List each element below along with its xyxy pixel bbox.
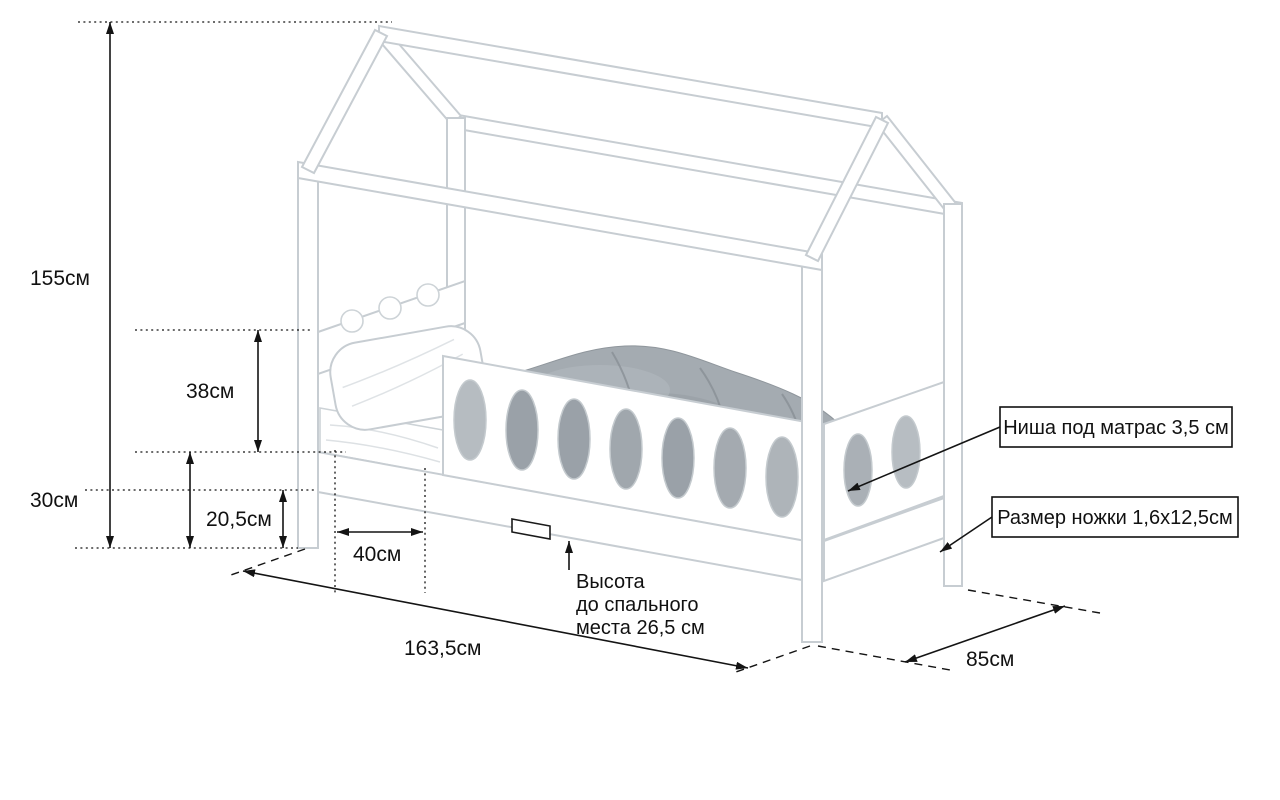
callout-leg-size-box bbox=[991, 496, 1239, 538]
dim-rail-height-label: 38см bbox=[186, 380, 234, 403]
note-sleep-height: Высота до спального места 26,5 см bbox=[565, 541, 705, 639]
dim-length: 163,5см bbox=[227, 548, 811, 674]
safety-rail-slot bbox=[765, 436, 799, 518]
callout-leg-size-label: Размер ножки 1,6x12,5см bbox=[997, 507, 1233, 529]
safety-rail-slot bbox=[713, 427, 747, 509]
right-front-rafter bbox=[804, 115, 890, 263]
bed-illustration bbox=[297, 24, 963, 643]
rear-right-post bbox=[943, 203, 963, 587]
sleep-height-marker bbox=[511, 518, 551, 540]
dim-depth: 85см bbox=[817, 589, 1101, 671]
safety-rail-slot bbox=[453, 379, 487, 461]
side-base-rail bbox=[823, 496, 945, 583]
dim-base-height-label: 30см bbox=[30, 489, 78, 512]
headboard-cutout bbox=[340, 309, 364, 333]
dim-entry-width-label: 40см bbox=[353, 543, 401, 566]
side-rail-slot bbox=[891, 415, 921, 489]
safety-rail-slot bbox=[557, 398, 591, 480]
callout-mattress-niche: Ниша под матрас 3,5 см bbox=[847, 406, 1233, 492]
callout-mattress-niche-label: Ниша под матрас 3,5 см bbox=[1003, 417, 1229, 439]
safety-rail-slot bbox=[505, 389, 539, 471]
note-sleep-height-line1: Высота bbox=[576, 571, 646, 593]
note-sleep-height-line3: места 26,5 см bbox=[576, 617, 705, 639]
callout-leg-size: Размер ножки 1,6x12,5см bbox=[939, 496, 1239, 553]
side-rail-slot bbox=[843, 433, 873, 507]
dim-length-label: 163,5см bbox=[404, 637, 482, 660]
bed-base bbox=[317, 354, 945, 583]
front-eave-beam bbox=[297, 160, 823, 272]
headboard-cutout bbox=[378, 296, 402, 320]
safety-rail-slot bbox=[661, 417, 695, 499]
dim-base-height: 30см bbox=[30, 452, 194, 548]
dim-total-height-label: 155см bbox=[30, 267, 90, 290]
dim-underbed-clearance-label: 20,5см bbox=[206, 508, 272, 531]
headboard-cutout bbox=[416, 283, 440, 307]
front-right-post bbox=[801, 257, 823, 643]
dim-total-height: 155см bbox=[30, 21, 392, 549]
mattress-quilting bbox=[329, 424, 439, 449]
left-front-rafter bbox=[300, 28, 389, 175]
mattress-quilting bbox=[325, 439, 441, 463]
callout-mattress-niche-box bbox=[999, 406, 1233, 448]
note-sleep-height-line2: до спального bbox=[576, 594, 699, 616]
safety-rail-slot bbox=[609, 408, 643, 490]
dimension-annotations: 155см 38см 30см 20,5см 40см 163 bbox=[30, 21, 1101, 674]
callouts: Ниша под матрас 3,5 см Размер ножки 1,6x… bbox=[847, 406, 1239, 553]
dim-underbed-clearance: 20,5см bbox=[85, 489, 316, 548]
dim-rail-height: 38см bbox=[135, 329, 346, 453]
dim-depth-label: 85см bbox=[966, 648, 1014, 671]
